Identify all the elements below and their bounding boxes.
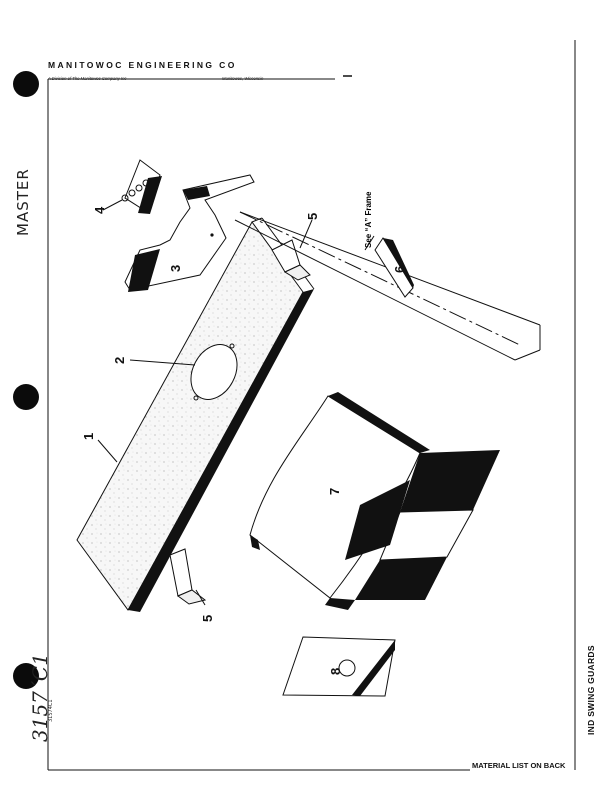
callout-7: 7 bbox=[327, 488, 342, 495]
part-1-panel bbox=[76, 217, 315, 612]
part-6-plate bbox=[374, 237, 414, 298]
callout-1: 1 bbox=[81, 433, 96, 440]
callout-8: 8 bbox=[328, 668, 343, 675]
part-8-plate bbox=[282, 636, 396, 697]
footer-note: MATERIAL LIST ON BACK bbox=[472, 761, 566, 770]
part-5-bracket-top bbox=[271, 239, 311, 281]
leader-lines bbox=[97, 199, 375, 606]
callout-4: 4 bbox=[92, 206, 107, 214]
a-frame-annotation: See “A” Frame bbox=[364, 191, 373, 248]
part-3-bracket bbox=[124, 174, 255, 292]
callout-2: 2 bbox=[112, 357, 127, 364]
binder-hole-bottom bbox=[13, 663, 39, 689]
part-4-plate bbox=[121, 159, 162, 214]
part-2-cover bbox=[190, 343, 238, 401]
callout-5a: 5 bbox=[305, 213, 320, 220]
callout-3: 3 bbox=[168, 265, 183, 272]
binder-hole-top bbox=[13, 71, 39, 97]
part-7-guard bbox=[249, 392, 500, 610]
border-frame bbox=[47, 40, 576, 771]
part-5-bracket-bottom bbox=[169, 548, 207, 605]
callout-5b: 5 bbox=[200, 615, 215, 622]
callout-6: 6 bbox=[392, 266, 407, 273]
company-name: MANITOWOC ENGINEERING CO bbox=[48, 60, 237, 70]
binder-hole-middle bbox=[13, 384, 39, 410]
